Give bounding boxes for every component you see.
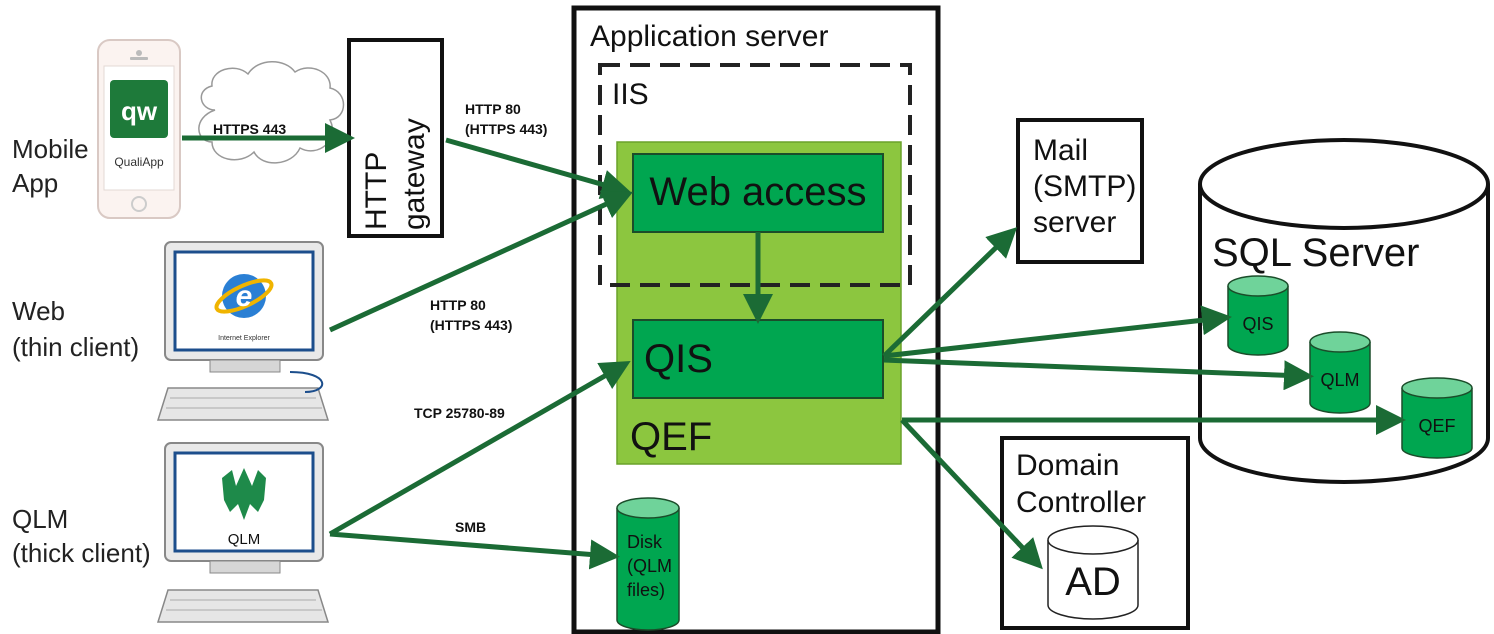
https-mobile-label: HTTPS 443	[213, 121, 286, 137]
http-web-label-2: (HTTPS 443)	[430, 317, 512, 333]
svg-text:QEF: QEF	[1418, 416, 1455, 436]
svg-text:qw: qw	[121, 96, 158, 126]
svg-text:QLM: QLM	[1320, 370, 1359, 390]
svg-text:QEF: QEF	[630, 415, 712, 459]
mail-server-box: Mail (SMTP) server	[1016, 118, 1144, 264]
svg-text:Disk: Disk	[627, 532, 663, 552]
svg-text:SQL Server: SQL Server	[1212, 231, 1419, 275]
tcp-label: TCP 25780-89	[414, 405, 505, 421]
svg-text:Mail: Mail	[1033, 134, 1088, 167]
svg-text:QIS: QIS	[644, 337, 713, 381]
svg-text:(SMTP): (SMTP)	[1033, 170, 1136, 203]
qis-to-qlm-db-arrow	[883, 357, 1314, 391]
svg-text:QLM: QLM	[228, 531, 261, 548]
svg-text:(thick client): (thick client)	[12, 538, 151, 568]
qis-box: QIS	[632, 319, 884, 399]
svg-text:QualiApp: QualiApp	[114, 155, 164, 169]
internet-explorer-icon: e	[214, 274, 274, 318]
qlm-database: QLM	[1309, 331, 1371, 414]
qis-database: QIS	[1227, 275, 1289, 356]
ad-database: AD	[1047, 525, 1139, 620]
qlm-client-label: QLM (thick client)	[12, 504, 151, 568]
svg-text:gateway: gateway	[398, 118, 431, 230]
svg-text:(QLM: (QLM	[627, 556, 672, 576]
qlm-to-disk-arrow	[329, 531, 620, 570]
qis-to-qis-db-arrow	[883, 305, 1232, 359]
svg-text:Domain: Domain	[1016, 449, 1119, 482]
web-access-box: Web access	[632, 153, 884, 233]
svg-text:Controller: Controller	[1016, 486, 1146, 519]
svg-text:IIS: IIS	[612, 78, 649, 111]
qlm-to-qis-arrow	[328, 361, 631, 537]
qualiapp-logo-icon	[110, 80, 168, 138]
web-to-webaccess-arrow	[328, 190, 634, 333]
qef-database: QEF	[1401, 377, 1473, 459]
http-gateway-box: HTTP gateway	[347, 38, 444, 238]
qlm-logo-icon	[222, 468, 266, 520]
svg-text:QIS: QIS	[1242, 314, 1273, 334]
svg-text:files): files)	[627, 580, 665, 600]
qlm-desktop-icon: QLM	[156, 442, 330, 623]
qef-to-ad-arrow	[900, 418, 1043, 570]
web-client-label: Web (thin client)	[12, 296, 139, 362]
svg-text:Web: Web	[12, 296, 65, 326]
svg-text:App: App	[12, 168, 58, 198]
internet-cloud-icon	[198, 61, 345, 164]
svg-text:AD: AD	[1065, 560, 1121, 604]
svg-text:Internet Explorer: Internet Explorer	[218, 335, 270, 342]
svg-text:e: e	[236, 280, 253, 313]
smartphone-icon: qw QualiApp	[97, 39, 181, 219]
svg-text:Web access: Web access	[649, 170, 866, 214]
http-gateway-label-2: (HTTPS 443)	[465, 121, 547, 137]
domain-controller-box: Domain Controller AD	[1000, 436, 1190, 630]
svg-text:Application server: Application server	[590, 20, 828, 53]
http-gateway-label-1: HTTP 80	[465, 101, 521, 117]
sql-server-cylinder: SQL Server QIS QLM QEF	[1198, 138, 1490, 484]
smb-label: SMB	[455, 519, 486, 535]
qis-to-mail-arrow	[882, 227, 1018, 358]
disk-storage: Disk (QLM files)	[616, 497, 680, 631]
web-desktop-icon: e Internet Explorer	[156, 241, 330, 421]
http-web-label-1: HTTP 80	[430, 297, 486, 313]
mobile-app-label: Mobile App	[12, 134, 89, 198]
connection-arrows	[182, 123, 1406, 570]
svg-text:Mobile: Mobile	[12, 134, 89, 164]
gateway-to-webaccess-arrow	[445, 137, 632, 199]
svg-text:server: server	[1033, 206, 1116, 239]
svg-text:HTTP: HTTP	[360, 152, 393, 230]
svg-text:(thin client): (thin client)	[12, 332, 139, 362]
svg-text:QLM: QLM	[12, 504, 68, 534]
